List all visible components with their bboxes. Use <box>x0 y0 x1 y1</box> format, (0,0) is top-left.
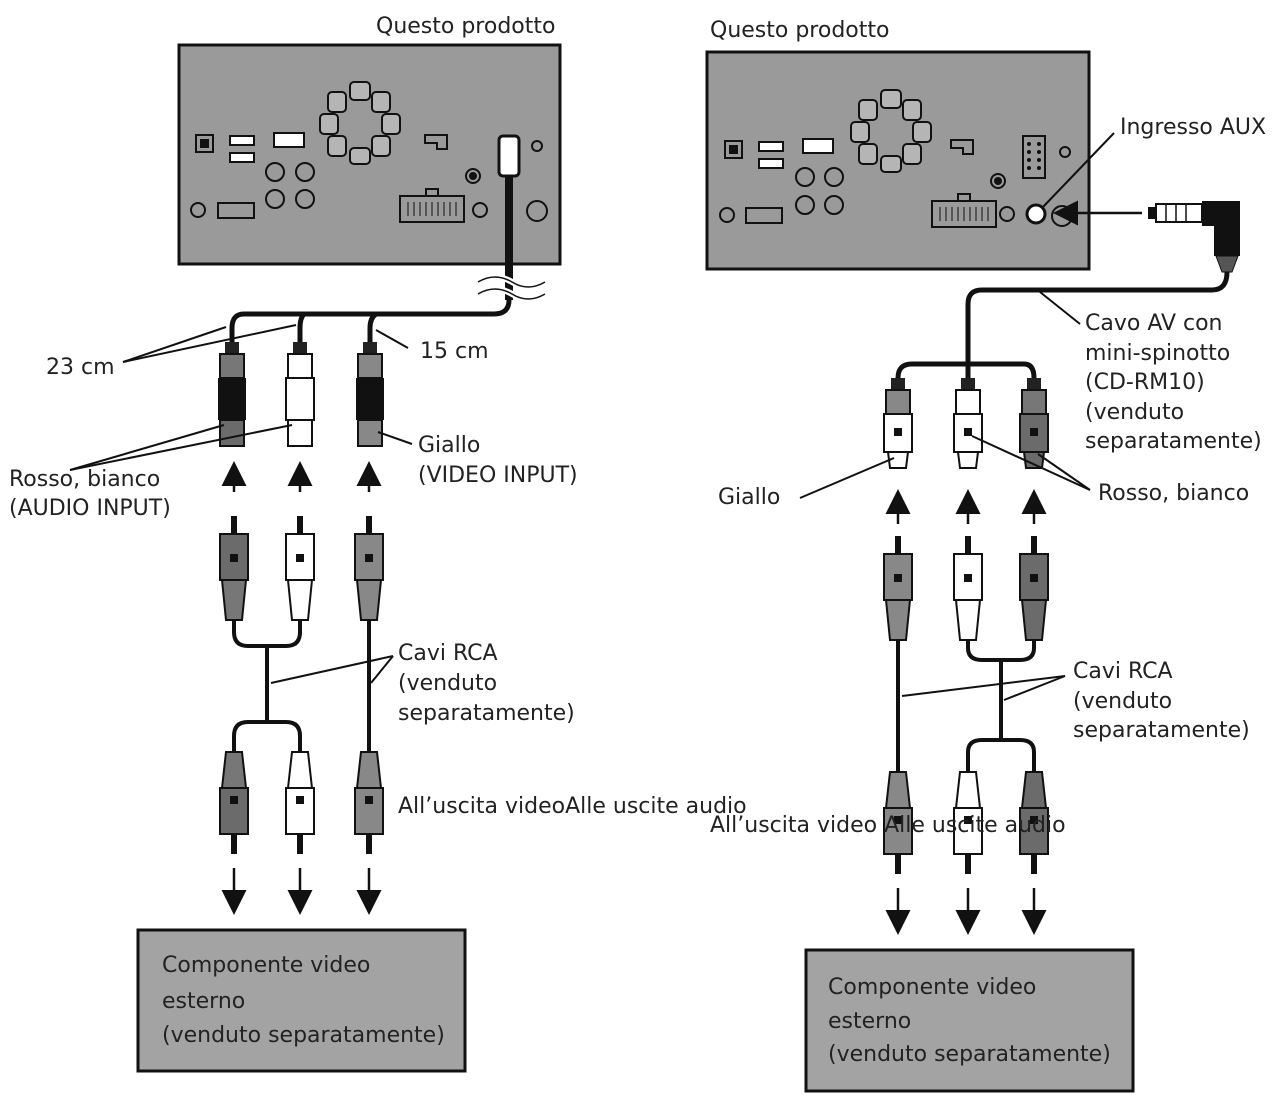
right-cable-label-4: (venduto <box>1085 400 1184 425</box>
left-input-plug-white <box>285 342 315 447</box>
right-av-plug-red <box>1019 378 1049 469</box>
right-rca-plug-lower-yellow <box>883 771 913 874</box>
left-up-arrows <box>221 461 382 492</box>
right-av-plug-yellow <box>883 378 913 469</box>
right-rca-cables <box>896 640 1036 772</box>
left-diagram: Questo prodotto <box>9 14 747 1073</box>
right-component-label-3: (venduto separatamente) <box>828 1042 1111 1067</box>
left-component-label-2: esterno <box>162 989 245 1014</box>
left-giallo-label: Giallo <box>418 433 480 458</box>
right-cable-label-5: separatamente) <box>1085 429 1262 454</box>
right-rosso-bianco-label: Rosso, bianco <box>1098 481 1249 506</box>
right-component-label-1: Componente video <box>828 975 1036 1000</box>
left-product-panel <box>177 43 562 266</box>
right-mini-plug <box>1053 200 1240 273</box>
left-input-plug-red <box>218 342 246 447</box>
right-rca-plug-upper-yellow <box>883 536 913 641</box>
right-cable-label-1: Cavo AV con <box>1085 311 1223 336</box>
right-av-plug-white <box>953 378 983 469</box>
right-rca-plug-lower-red <box>1019 771 1049 874</box>
left-length-23: 23 cm <box>46 355 115 380</box>
left-product-label: Questo prodotto <box>376 14 555 39</box>
right-cable-label-2: mini-spinotto <box>1085 341 1230 366</box>
right-component-box <box>804 948 1135 1093</box>
left-length-15: 15 cm <box>420 339 489 364</box>
right-rca-plug-lower-white <box>953 771 983 874</box>
left-rca-label-1: Cavi RCA <box>398 641 498 666</box>
right-output-label: All’uscita video Alle uscite audio <box>710 813 1066 838</box>
right-component-label-2: esterno <box>828 1009 911 1034</box>
left-rca-plug-lower-white <box>285 751 315 854</box>
right-rca-label-3: separatamente) <box>1073 718 1250 743</box>
left-rca-plug-upper-red <box>219 516 249 621</box>
right-rca-label-2: (venduto <box>1073 689 1172 714</box>
right-down-arrows <box>885 888 1047 935</box>
right-av-cable <box>895 271 1230 379</box>
right-diagram: Questo prodotto <box>705 18 1266 1093</box>
right-cable-label-3: (CD-RM10) <box>1085 370 1205 395</box>
left-rca-plug-lower-red <box>219 751 249 854</box>
left-component-label-3: (venduto separatamente) <box>162 1023 445 1048</box>
left-component-box <box>136 928 467 1073</box>
left-rca-plug-upper-yellow <box>354 516 384 621</box>
right-leader-lines <box>799 132 1115 701</box>
aux-jack <box>1025 203 1047 225</box>
left-rca-plug-lower-yellow <box>354 751 384 854</box>
right-up-arrows <box>885 489 1047 524</box>
right-giallo-label: Giallo <box>718 485 780 510</box>
right-aux-label: Ingresso AUX <box>1120 115 1266 140</box>
right-product-label: Questo prodotto <box>710 18 889 43</box>
left-rca-label-3: separatamente) <box>398 701 575 726</box>
left-leader-lines <box>69 324 413 684</box>
left-rca-plug-upper-white <box>285 516 315 621</box>
left-rca-label-2: (venduto <box>398 671 497 696</box>
left-audio-input-label: (AUDIO INPUT) <box>9 496 171 521</box>
right-product-panel <box>705 50 1091 271</box>
right-rca-label-1: Cavi RCA <box>1073 659 1173 684</box>
left-harness-cable <box>229 176 547 342</box>
left-output-label: All’uscita videoAlle uscite audio <box>398 794 747 819</box>
left-video-input-label: (VIDEO INPUT) <box>418 463 578 488</box>
right-rca-plug-upper-white <box>953 536 983 641</box>
right-rca-plug-upper-red <box>1019 536 1049 641</box>
left-rca-cables <box>232 620 371 752</box>
left-down-arrows <box>221 868 382 915</box>
left-component-label-1: Componente video <box>162 953 370 978</box>
left-input-plug-yellow <box>356 342 384 447</box>
left-rosso-bianco-label: Rosso, bianco <box>9 467 160 492</box>
